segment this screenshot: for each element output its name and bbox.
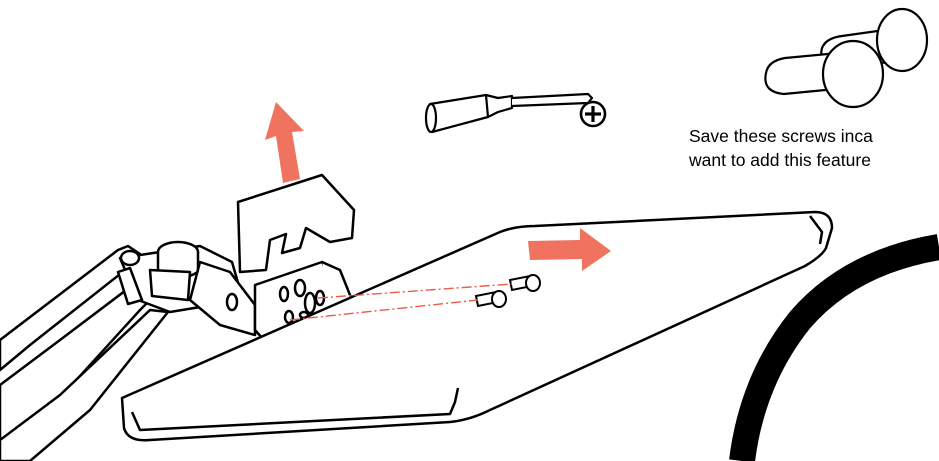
screws-caption: Save these screws inca want to add this … [689,124,873,172]
caption-line-1: Save these screws inca [689,124,873,148]
phillips-head-icon [581,102,605,126]
screws-icon [765,9,927,107]
bracket-plate [238,175,354,272]
screwdriver-icon [426,94,592,132]
up-arrow-icon [265,102,304,183]
caption-line-2: want to add this feature [689,148,873,172]
